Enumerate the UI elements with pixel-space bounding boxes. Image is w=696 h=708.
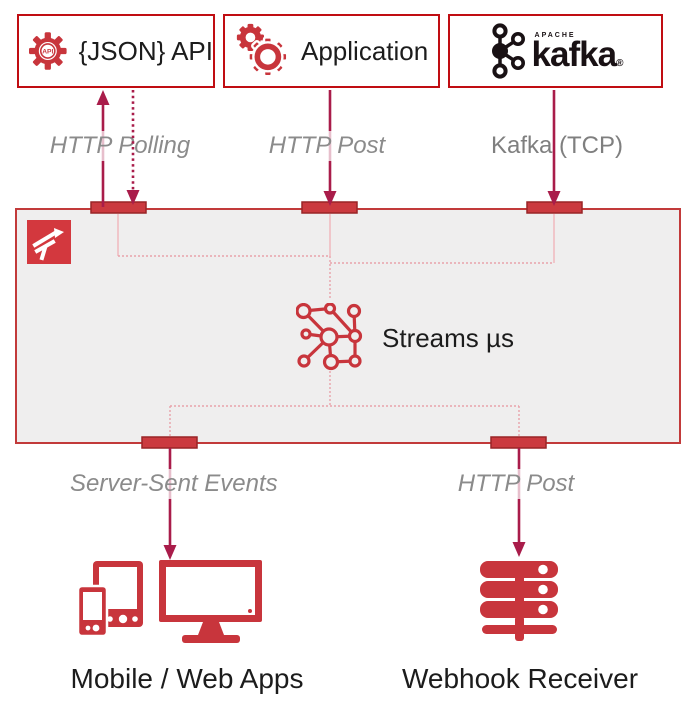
- http-polling-up-arrowhead: [96, 90, 110, 105]
- http-post-top-arrowhead: [323, 191, 337, 206]
- kafka-logo-icon: [491, 23, 525, 79]
- json-api-box: API {JSON} API: [17, 14, 215, 88]
- kafka-tcp-label: Kafka (TCP): [490, 132, 624, 159]
- kafka-wordmark: APACHE kafka®: [532, 32, 624, 72]
- api-gear-icon: API: [29, 32, 67, 70]
- server-sent-events-label: Server-Sent Events: [70, 469, 278, 499]
- streams-network-icon: [296, 303, 363, 371]
- streams-platform-panel: Streams µs: [15, 208, 681, 444]
- json-api-label: {JSON} API: [78, 35, 213, 66]
- gears-icon: [236, 23, 289, 78]
- streams-service-label: Streams µs: [382, 323, 515, 353]
- sse-arrowhead: [163, 545, 177, 560]
- http-post-bottom-arrowhead: [512, 542, 526, 557]
- application-box: Application: [223, 14, 440, 88]
- http-post-bottom-label: HTTP Post: [440, 469, 592, 499]
- application-label: Application: [301, 35, 429, 66]
- kafka-registered-mark: ®: [616, 58, 623, 70]
- kafka-apache-label: APACHE: [534, 32, 576, 40]
- api-icon-text: API: [42, 49, 53, 56]
- kafka-brand-label: kafka: [531, 35, 618, 75]
- kafka-box: APACHE kafka®: [448, 14, 663, 88]
- mobile-web-devices-icon: [76, 560, 262, 643]
- webhook-receiver-caption: Webhook Receiver: [401, 663, 639, 694]
- http-post-top-label: HTTP Post: [252, 131, 402, 161]
- http-polling-label: HTTP Polling: [42, 131, 198, 161]
- swim-logo-icon: [27, 220, 71, 264]
- mobile-web-apps-caption: Mobile / Web Apps: [70, 663, 304, 694]
- server-stack-icon: [480, 561, 558, 641]
- kafka-tcp-arrowhead: [547, 191, 561, 206]
